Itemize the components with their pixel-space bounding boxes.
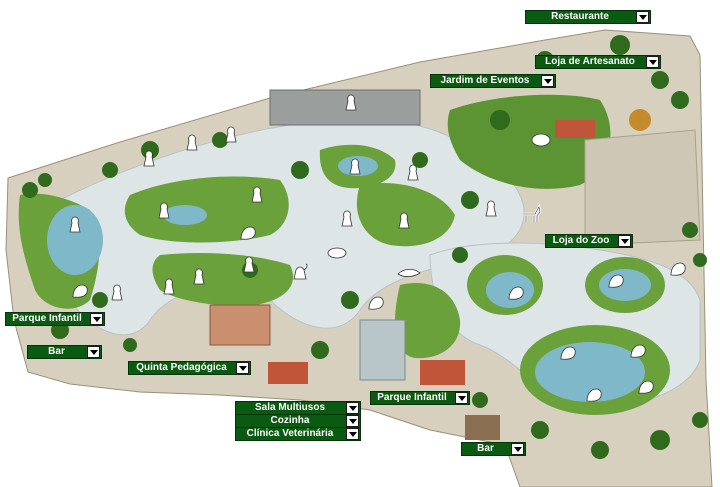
- chevron-down-icon[interactable]: [87, 346, 100, 358]
- label-cozinha[interactable]: Cozinha: [235, 414, 361, 428]
- animal-marker[interactable]: [140, 150, 158, 168]
- parking-east: [584, 129, 701, 246]
- pond-west: [47, 205, 103, 275]
- label-bar-bottom[interactable]: Bar: [461, 442, 526, 456]
- animal-marker[interactable]: [190, 268, 208, 286]
- pond-east-1: [486, 272, 534, 308]
- chevron-down-icon[interactable]: [541, 75, 554, 87]
- building-roof-1: [268, 362, 308, 384]
- pond-central: [163, 205, 207, 225]
- enclosure-central-1: [124, 176, 289, 243]
- label-text: Bar: [477, 443, 494, 454]
- chevron-down-icon[interactable]: [636, 11, 649, 23]
- label-text: Parque Infantil: [12, 313, 82, 324]
- animal-marker[interactable]: [636, 378, 654, 396]
- label-text: Bar: [48, 346, 65, 357]
- label-text: Restaurante: [551, 11, 609, 22]
- label-jardim-eventos[interactable]: Jardim de Eventos: [430, 74, 556, 88]
- building-greenhouse: [359, 319, 406, 381]
- label-sala-multiusos[interactable]: Sala Multiusos: [235, 401, 361, 415]
- label-clinica-veterinaria[interactable]: Clínica Veterinária: [235, 427, 361, 441]
- label-restaurante[interactable]: Restaurante: [525, 10, 651, 24]
- enclosure-center-lawn: [395, 283, 461, 359]
- animal-marker[interactable]: [290, 262, 308, 280]
- label-parque-infantil-left[interactable]: Parque Infantil: [5, 312, 105, 326]
- chevron-down-icon[interactable]: [455, 392, 468, 404]
- label-text: Loja do Zoo: [552, 235, 610, 246]
- animal-marker[interactable]: [404, 164, 422, 182]
- animal-marker[interactable]: [558, 344, 576, 362]
- animal-marker[interactable]: [366, 294, 384, 312]
- enclosure-south-west: [152, 253, 294, 306]
- chevron-down-icon[interactable]: [346, 428, 359, 440]
- animal-marker[interactable]: [396, 266, 421, 284]
- animal-marker[interactable]: [584, 386, 602, 404]
- animal-marker[interactable]: [248, 186, 266, 204]
- animal-marker[interactable]: [66, 216, 84, 234]
- label-text: Loja de Artesanato: [545, 56, 635, 67]
- chevron-down-icon[interactable]: [346, 415, 359, 427]
- animal-marker[interactable]: [520, 203, 542, 222]
- label-text: Cozinha: [270, 415, 310, 426]
- label-text: Sala Multiusos: [254, 402, 325, 413]
- animal-marker[interactable]: [628, 342, 646, 360]
- animal-marker[interactable]: [338, 210, 356, 228]
- animal-marker[interactable]: [668, 260, 686, 278]
- label-text: Clínica Veterinária: [246, 428, 334, 439]
- chevron-down-icon[interactable]: [346, 402, 359, 414]
- building-clinic: [465, 415, 500, 440]
- animal-marker[interactable]: [160, 278, 178, 296]
- building-roof-2: [420, 360, 465, 385]
- building-aviary: [269, 89, 421, 126]
- animal-marker[interactable]: [606, 272, 624, 290]
- animal-marker[interactable]: [240, 256, 258, 274]
- label-bar-left[interactable]: Bar: [27, 345, 102, 359]
- label-text: Quinta Pedagógica: [136, 362, 227, 373]
- animal-marker[interactable]: [530, 130, 551, 148]
- animal-marker[interactable]: [238, 224, 256, 242]
- building-quinta: [209, 304, 271, 346]
- animal-marker[interactable]: [108, 284, 126, 302]
- label-quinta-pedagogica[interactable]: Quinta Pedagógica: [128, 361, 251, 375]
- chevron-down-icon[interactable]: [236, 362, 249, 374]
- animal-marker[interactable]: [222, 126, 240, 144]
- pond-east-2: [599, 269, 651, 301]
- animal-marker[interactable]: [326, 244, 347, 262]
- chevron-down-icon[interactable]: [618, 235, 631, 247]
- label-loja-zoo[interactable]: Loja do Zoo: [545, 234, 633, 248]
- animal-marker[interactable]: [183, 134, 201, 152]
- animal-marker[interactable]: [346, 158, 364, 176]
- label-loja-artesanato[interactable]: Loja de Artesanato: [535, 55, 661, 69]
- label-parque-infantil-center[interactable]: Parque Infantil: [370, 391, 470, 405]
- label-text: Jardim de Eventos: [440, 75, 530, 86]
- chevron-down-icon[interactable]: [90, 313, 103, 325]
- animal-marker[interactable]: [70, 282, 88, 300]
- animal-marker[interactable]: [506, 284, 524, 302]
- building-roof-3: [555, 120, 595, 138]
- chevron-down-icon[interactable]: [511, 443, 524, 455]
- garden-north-east: [447, 94, 611, 189]
- animal-marker[interactable]: [482, 200, 500, 218]
- chevron-down-icon[interactable]: [646, 56, 659, 68]
- label-text: Parque Infantil: [377, 392, 447, 403]
- animal-marker[interactable]: [342, 94, 360, 112]
- animal-marker[interactable]: [395, 212, 413, 230]
- animal-marker[interactable]: [155, 202, 173, 220]
